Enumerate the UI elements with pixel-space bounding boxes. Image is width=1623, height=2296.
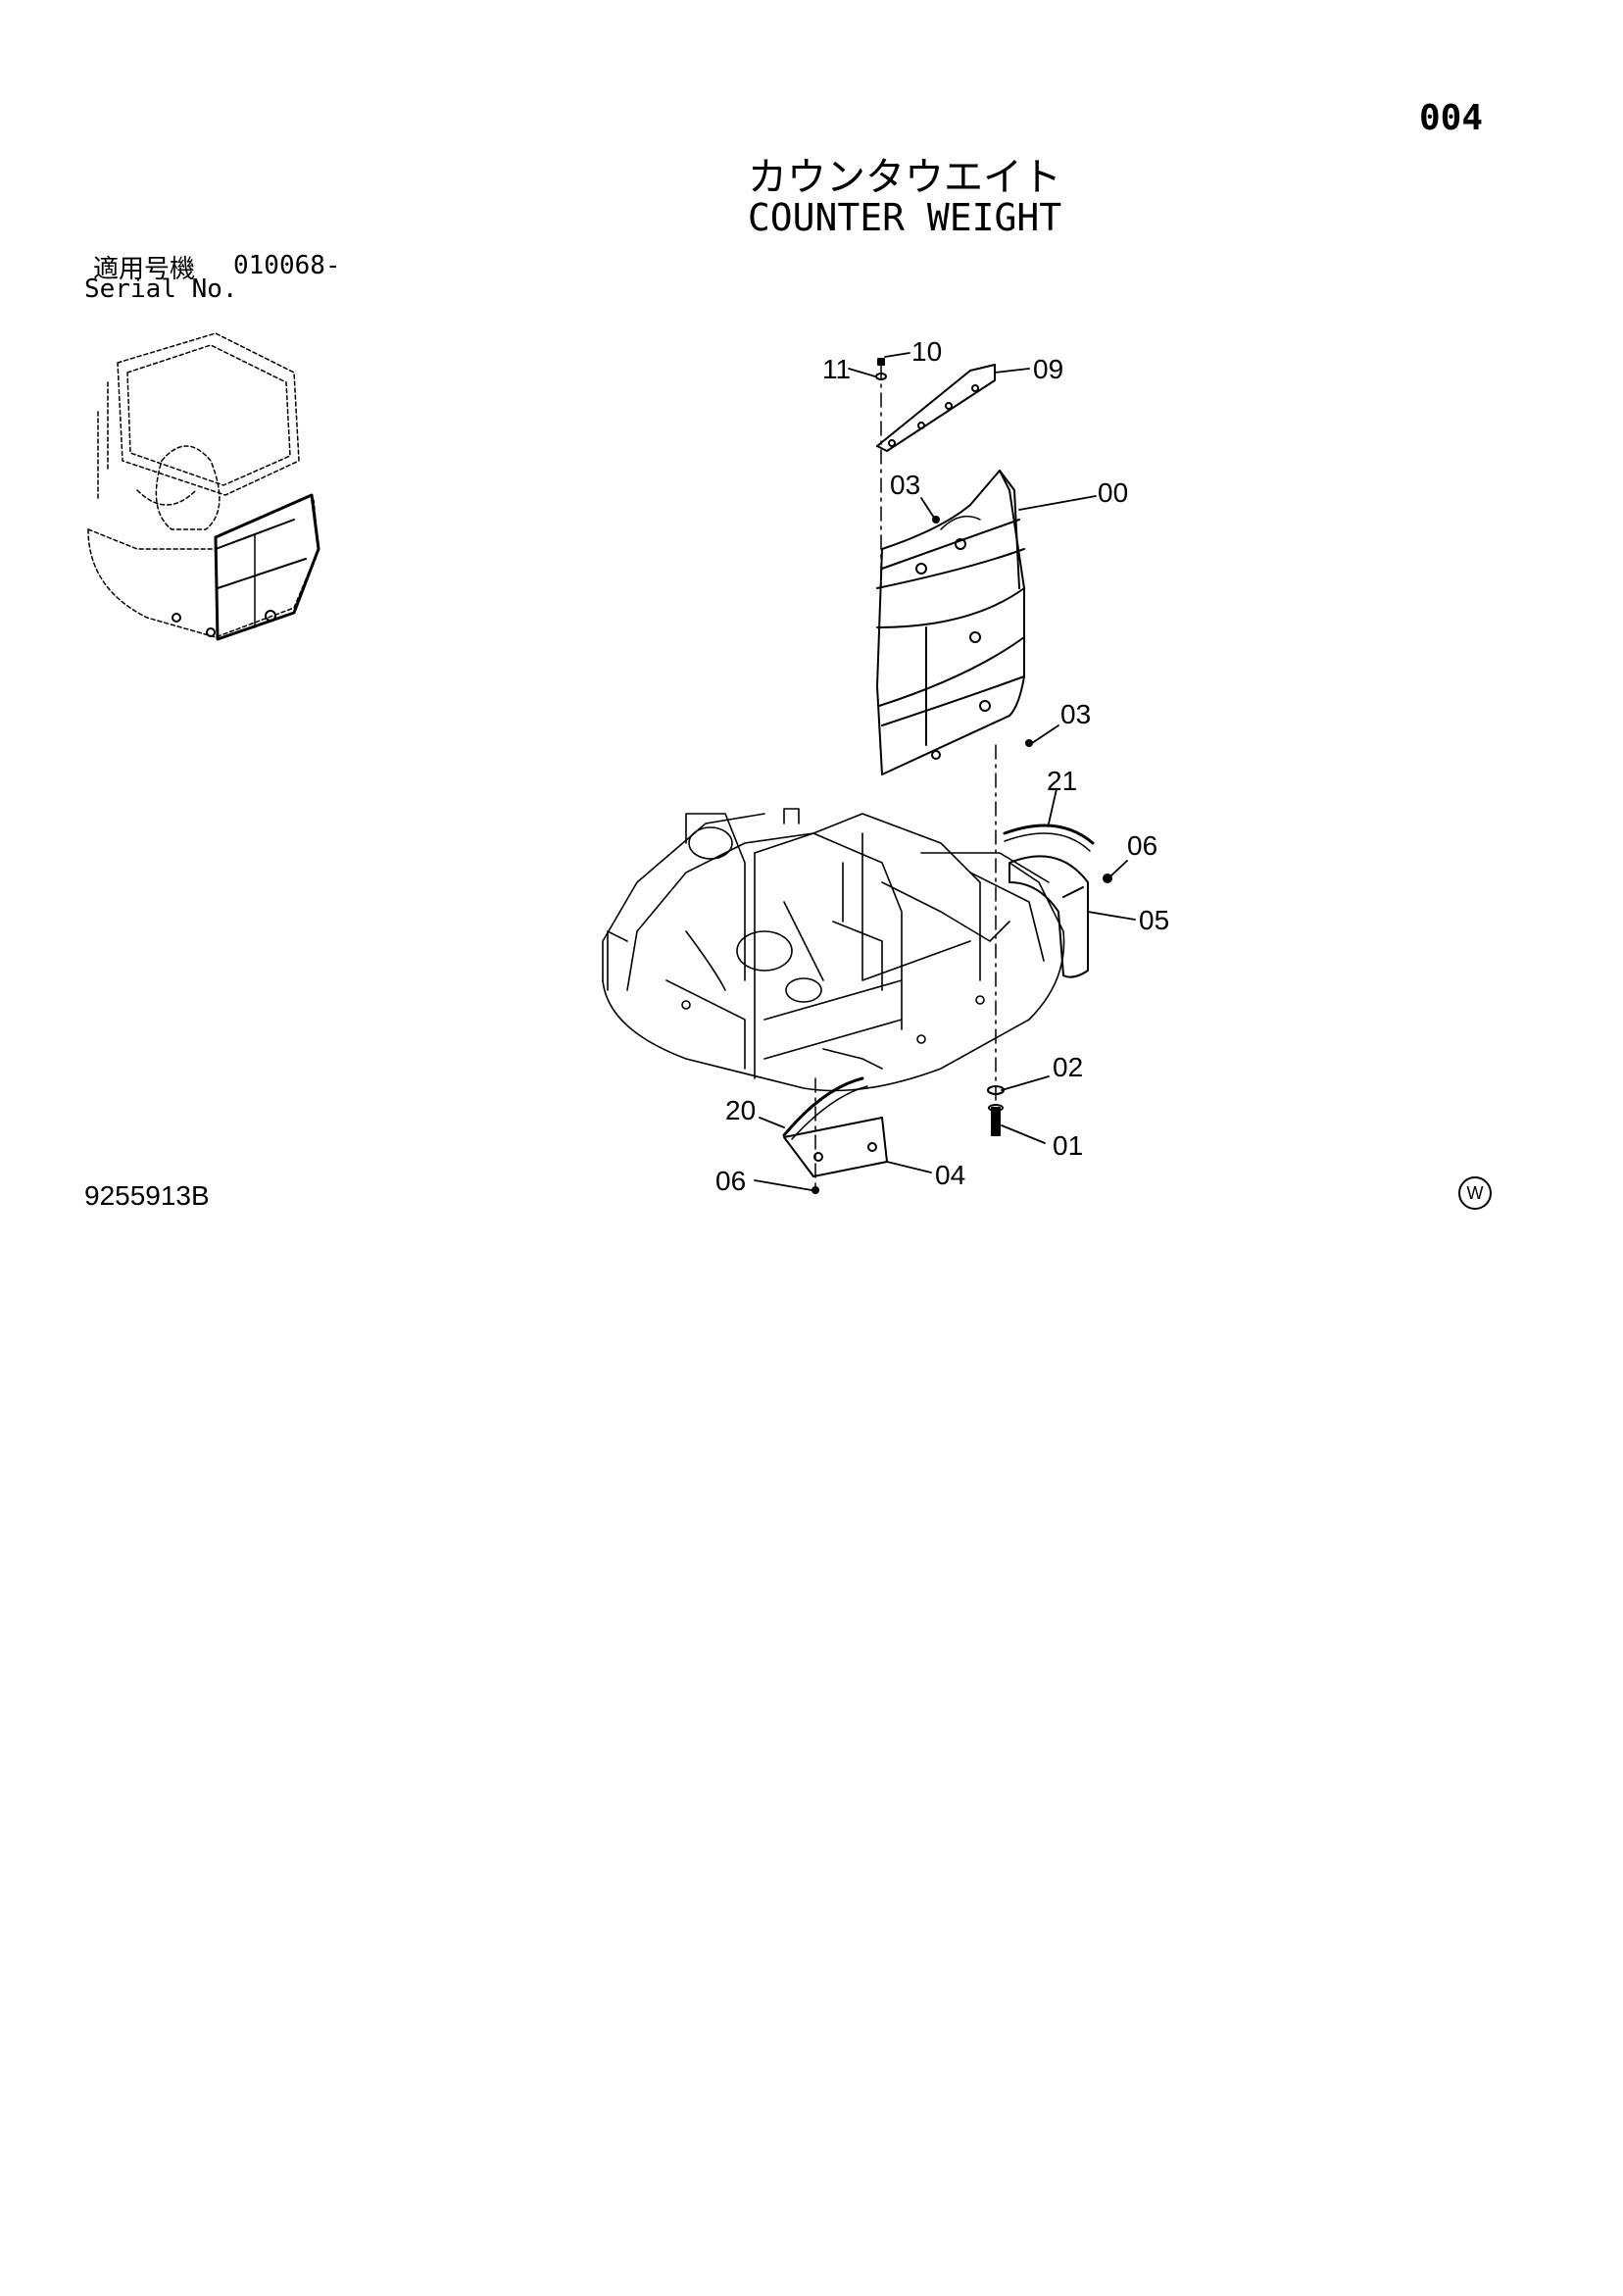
part-20-seal <box>782 1076 868 1140</box>
page-title-en: COUNTER WEIGHT <box>747 196 1062 239</box>
callout-09: 09 <box>1033 354 1063 384</box>
callout-10: 10 <box>911 336 942 367</box>
machine-thumbnail <box>87 332 320 641</box>
page-title-jp: カウンタウエイト <box>748 155 1061 200</box>
part-05-side-cover <box>1008 855 1089 978</box>
callout-05: 05 <box>1139 905 1169 935</box>
leader-lines <box>754 352 1136 1191</box>
callout-20: 20 <box>725 1095 756 1125</box>
callout-03-lower: 03 <box>1060 699 1091 729</box>
callout-06-left: 06 <box>715 1166 746 1196</box>
alignment-lines <box>814 364 997 1187</box>
callout-00: 00 <box>1098 477 1128 508</box>
drawing-number: 9255913B <box>84 1180 210 1211</box>
part-01-bolt <box>988 1104 1004 1136</box>
serial-value: 010068- <box>233 251 341 280</box>
serial-label-en: Serial No. <box>84 275 238 304</box>
callout-06-right: 06 <box>1127 830 1157 861</box>
page-number: 004 <box>1419 98 1484 138</box>
callout-11: 11 <box>822 354 851 384</box>
part-09-cover-plate <box>876 364 996 452</box>
revolving-frame <box>602 808 1065 1092</box>
serial-label-jp: 適用号機 <box>93 255 196 284</box>
callout-01: 01 <box>1053 1130 1083 1161</box>
callout-04: 04 <box>935 1160 965 1190</box>
w-mark-icon: W <box>1458 1176 1492 1210</box>
callout-21: 21 <box>1047 766 1077 796</box>
part-04-cover <box>783 1117 888 1177</box>
callout-labels: 11 10 09 03 00 03 21 06 05 02 01 20 04 0… <box>715 336 1169 1196</box>
part-21-seal <box>1003 824 1095 852</box>
callout-03-upper: 03 <box>890 470 920 500</box>
callout-02: 02 <box>1053 1052 1083 1082</box>
part-00-counterweight <box>876 470 1025 775</box>
